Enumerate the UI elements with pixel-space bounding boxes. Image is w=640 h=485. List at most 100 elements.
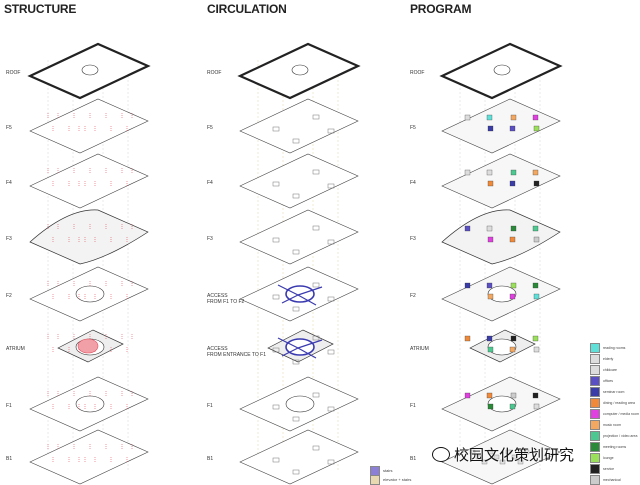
program-marker <box>510 282 517 289</box>
core-mark <box>327 459 335 465</box>
program-marker <box>510 225 517 232</box>
floor-slab <box>441 429 561 485</box>
core-mark <box>272 294 280 300</box>
core-mark <box>327 183 335 189</box>
legend-swatch <box>590 463 600 474</box>
mechanical-marker <box>475 454 482 460</box>
core-mark <box>312 335 320 341</box>
floor-plate-0 <box>27 42 151 100</box>
floor-slab <box>29 429 149 485</box>
floor-label: F3 <box>207 236 213 242</box>
floor-label: ROOF <box>410 70 425 76</box>
program-marker <box>487 293 494 300</box>
program-marker <box>464 282 471 289</box>
core-mark <box>312 114 320 120</box>
structure-title: STRUCTURE <box>4 2 77 16</box>
program-marker <box>464 392 471 399</box>
stair-path <box>281 347 299 357</box>
floor-plate-2 <box>29 153 149 209</box>
core-mark <box>327 239 335 245</box>
floor-plate-4 <box>441 266 561 322</box>
floor-plate-6 <box>29 376 149 432</box>
program-marker <box>510 169 517 176</box>
legend-item: reading rooms <box>590 342 639 353</box>
program-marker <box>533 293 540 300</box>
program-marker <box>532 114 539 121</box>
legend-swatch <box>590 474 600 485</box>
core-mark <box>312 282 320 288</box>
core-mark <box>272 457 280 463</box>
roof-slab <box>27 42 151 100</box>
floor-label: ROOF <box>6 70 21 76</box>
program-marker <box>464 225 471 232</box>
floor-label: F1 <box>410 403 416 409</box>
floor-plate-5 <box>267 329 335 365</box>
skylight <box>493 64 511 76</box>
mechanical-marker <box>487 449 494 455</box>
floor-plate-1 <box>29 98 149 154</box>
program-marker <box>486 282 493 289</box>
core-mark <box>292 138 300 144</box>
floor-plate-6 <box>239 376 359 432</box>
legend-item: computer / media room <box>590 408 639 419</box>
core-mark <box>292 359 300 365</box>
core-mark <box>272 404 280 410</box>
floor-label: ROOF <box>207 70 222 76</box>
floor-label: F4 <box>410 180 416 186</box>
watermark: 校园文化策划研究 <box>432 444 574 465</box>
stair-path <box>297 347 317 359</box>
floor-plate-2 <box>441 153 561 209</box>
floor-plate-7 <box>239 429 359 485</box>
skylight <box>291 64 309 76</box>
floor-plate-7 <box>441 429 561 485</box>
program-marker <box>532 392 539 399</box>
program-marker <box>487 180 494 187</box>
program-title: PROGRAM <box>410 2 472 16</box>
floor-plate-4 <box>29 266 149 322</box>
floor-plate-5 <box>464 329 540 363</box>
program-marker <box>532 225 539 232</box>
floor-slab <box>239 153 359 209</box>
program-marker <box>487 125 494 132</box>
floor-label: F1 <box>6 403 12 409</box>
mechanical-marker <box>481 459 488 465</box>
program-marker <box>533 236 540 243</box>
legend-swatch <box>590 408 600 419</box>
curved-slab <box>29 209 149 265</box>
program-marker <box>510 335 517 342</box>
program-marker <box>509 180 516 187</box>
floor-label: F5 <box>410 125 416 131</box>
floor-label: F4 <box>207 180 213 186</box>
stair-path <box>277 337 299 349</box>
floor-label: F5 <box>207 125 213 131</box>
legend-item: elderly <box>590 353 639 364</box>
program-marker <box>509 236 516 243</box>
program-marker <box>532 335 539 342</box>
program-marker <box>510 114 517 121</box>
core-mark <box>292 249 300 255</box>
legend-item: seminar room <box>590 386 639 397</box>
floor-plate-1 <box>239 98 359 154</box>
legend-item: lounge <box>590 452 639 463</box>
legend-swatch <box>590 353 600 364</box>
floor-label: ACCESS FROM ENTRANCE TO F1 <box>207 346 266 358</box>
floor-plate-7 <box>29 429 149 485</box>
mechanical-marker <box>523 449 530 455</box>
legend-swatch <box>590 397 600 408</box>
program-marker <box>464 169 471 176</box>
legend-swatch <box>590 342 600 353</box>
mechanical-marker <box>499 459 506 465</box>
program-marker <box>486 392 493 399</box>
floor-label: ATRIUM <box>410 346 429 352</box>
void-opening <box>75 285 105 303</box>
floor-label: F3 <box>6 236 12 242</box>
void-opening <box>75 395 105 413</box>
legend-item: service <box>590 463 639 474</box>
floor-plate-3 <box>441 209 561 265</box>
core-mark <box>312 169 320 175</box>
floor-plate-4 <box>239 266 359 322</box>
core-mark <box>292 193 300 199</box>
program-marker <box>510 392 517 399</box>
roof-slab <box>237 42 361 100</box>
